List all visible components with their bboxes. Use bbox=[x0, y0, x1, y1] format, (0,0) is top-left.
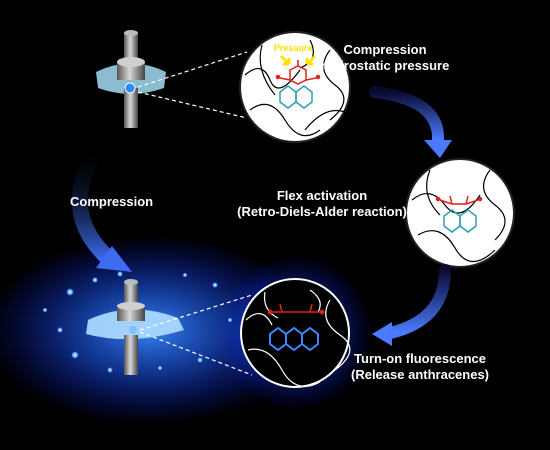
turn-on-line-1: Turn-on fluorescence bbox=[354, 351, 486, 366]
compression-label: Compression bbox=[70, 194, 154, 209]
arrowhead-fluorescence bbox=[372, 322, 392, 346]
arrow-hydrostatic bbox=[369, 86, 445, 146]
pressure-label: Pressure bbox=[274, 43, 313, 53]
turn-on-line-2: (Release anthracenes) bbox=[350, 367, 490, 382]
flex-activation-line-1: Flex activation bbox=[276, 188, 368, 203]
compression-hydrostatic-label: Compression hydrostatic pressure bbox=[321, 42, 450, 74]
polymer-network-icon-2 bbox=[405, 158, 515, 268]
zoom-connector-top bbox=[137, 51, 248, 119]
arrowhead-left bbox=[96, 246, 132, 272]
arrow-compression-left bbox=[71, 137, 118, 268]
flex-activation-label: Flex activation (Retro-Diels-Alder react… bbox=[237, 188, 407, 220]
polymer-network-icon-1 bbox=[239, 31, 351, 143]
press-icon-top bbox=[96, 30, 166, 128]
compression-hydrostatic-line-2: hydrostatic pressure bbox=[320, 58, 450, 73]
polymer-network-icon-3 bbox=[240, 278, 351, 388]
arrow-fluorescence bbox=[384, 264, 451, 339]
zoom-connector-bottom bbox=[139, 294, 253, 376]
turn-on-fluorescence-label: Turn-on fluorescence (Release anthracene… bbox=[351, 351, 489, 383]
sparkles bbox=[42, 271, 233, 373]
compression-hydrostatic-line-1: Compression bbox=[343, 42, 427, 57]
flex-activation-line-2: (Retro-Diels-Alder reaction) bbox=[237, 204, 407, 219]
arrowhead-hydrostatic bbox=[424, 140, 452, 158]
press-icon-bottom bbox=[86, 279, 184, 375]
